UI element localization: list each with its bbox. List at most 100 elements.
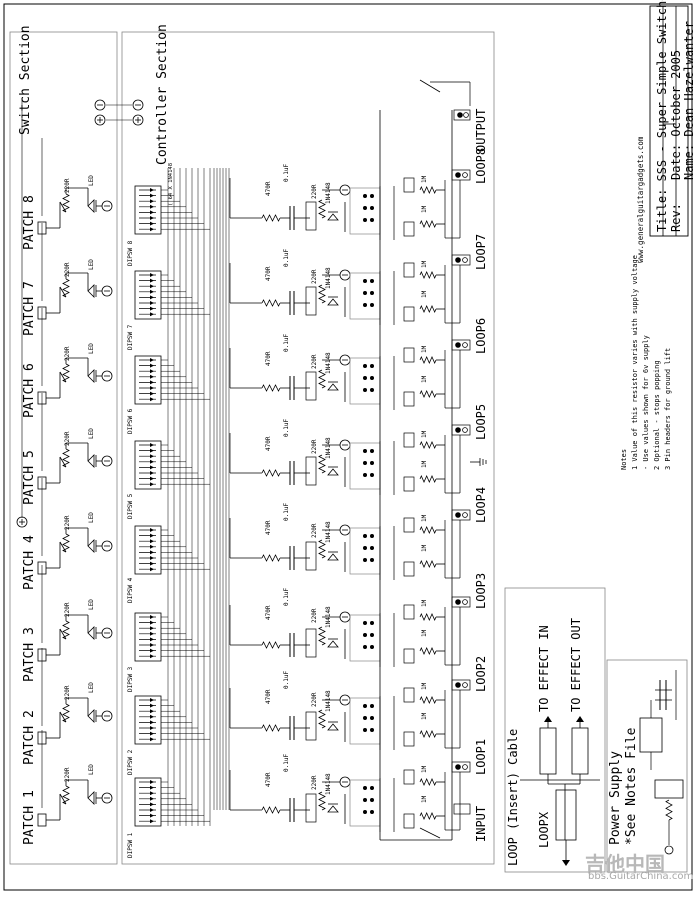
ch7-diode-label: 1N4148 (325, 267, 332, 289)
website-url: www.generalguitargadgets.com (636, 136, 645, 263)
ch7-470r-label: 470R (265, 266, 272, 281)
notes-title: Notes (620, 448, 628, 470)
ch5-diode-label: 1N4148 (325, 437, 332, 459)
watermark-url: bbs.GuitarChina.com (588, 871, 694, 882)
input-label: INPUT (474, 805, 488, 842)
ch2-diode-label: 1N4148 (325, 690, 332, 712)
ch5-220r-label: 220R (311, 439, 318, 454)
ch7-cap-label: 0.1uF (283, 248, 290, 267)
ch2-220r-label: 220R (311, 692, 318, 707)
dipsw-label-5: DIPSW 5 (127, 493, 134, 519)
title-block-title: Title: SSS - Super Simple Switcher (655, 0, 669, 232)
dipsw-label-8: DIPSW 8 (127, 240, 134, 266)
patch6-led-label: LED (88, 343, 95, 354)
ch3-cap-label: 0.1uF (283, 587, 290, 606)
loop-label-5: LOOP5 (474, 403, 488, 440)
patch5-resistor-label: 220R (64, 431, 71, 446)
ch6-470r-label: 470R (265, 351, 272, 366)
loop8-1m-bot-label: 1M (421, 205, 428, 213)
ch2-470r-label: 470R (265, 689, 272, 704)
ch5-cap-label: 0.1uF (283, 418, 290, 437)
note-line-1: 1 Value of this resistor varies with sup… (631, 255, 639, 470)
loop3-1m-top-label: 1M (421, 599, 428, 607)
patch-label-8: PATCH 8 (22, 195, 37, 250)
patch4-led-label: LED (88, 512, 95, 523)
patch4-resistor-label: 220R (64, 515, 71, 530)
power-supply-see-notes: *See Notes File (624, 727, 639, 845)
patch3-resistor-label: 220R (64, 602, 71, 617)
ch3-diode-label: 1N4148 (325, 606, 332, 628)
ch5-470r-label: 470R (265, 436, 272, 451)
loop-label-1: LOOP1 (474, 738, 488, 775)
dipsw-label-6: DIPSW 6 (127, 408, 134, 434)
ch8-diode-label: 1N4148 (325, 182, 332, 204)
ch6-diode-label: 1N4148 (325, 352, 332, 374)
power-supply-title-block: Power Supply *See Notes File (608, 728, 640, 845)
ch4-220r-label: 220R (311, 523, 318, 538)
output-label: OUTPUT (474, 108, 488, 152)
ch3-220r-label: 220R (311, 608, 318, 623)
patch-label-7: PATCH 7 (22, 281, 37, 336)
patch-label-2: PATCH 2 (22, 710, 37, 765)
title-block-name: Name: Dean Hazelwanter (682, 21, 696, 180)
controller-section-title: Controller Section (155, 24, 170, 165)
ch7-220r-label: 220R (311, 269, 318, 284)
patch-label-3: PATCH 3 (22, 627, 37, 682)
cable-to-effect-out: TO EFFECT OUT (569, 618, 583, 712)
watermark-main: 吉他中国 (585, 852, 665, 876)
loop-label-3: LOOP3 (474, 572, 488, 609)
cable-loopx-label: LOOPX (537, 811, 551, 848)
loop6-1m-bot-label: 1M (421, 375, 428, 383)
diode-count-note: ( 64 X 1N4148 (168, 162, 174, 206)
patch-label-6: PATCH 6 (22, 363, 37, 418)
loop7-1m-top-label: 1M (421, 260, 428, 268)
cable-to-effect-in: TO EFFECT IN (537, 625, 551, 712)
patch-label-4: PATCH 4 (22, 535, 37, 590)
patch6-resistor-label: 220R (64, 346, 71, 361)
ch1-cap-label: 0.1uF (283, 753, 290, 772)
ch8-220r-label: 220R (311, 184, 318, 199)
dipsw-label-2: DIPSW 2 (127, 749, 134, 775)
loop8-1m-top-label: 1M (421, 175, 428, 183)
dipsw-label-7: DIPSW 7 (127, 324, 134, 350)
dipsw-label-3: DIPSW 3 (127, 666, 134, 692)
patch2-resistor-label: 220R (64, 685, 71, 700)
ch4-cap-label: 0.1uF (283, 502, 290, 521)
ch8-470r-label: 470R (265, 181, 272, 196)
loop5-1m-bot-label: 1M (421, 460, 428, 468)
loop-label-2: LOOP2 (474, 655, 488, 692)
patch3-led-label: LED (88, 599, 95, 610)
loop3-1m-bot-label: 1M (421, 629, 428, 637)
loop-label-4: LOOP4 (474, 486, 488, 523)
cable-title: LOOP (Insert) Cable (506, 728, 520, 866)
patch-label-1: PATCH 1 (22, 790, 37, 845)
loop1-1m-top-label: 1M (421, 765, 428, 773)
loop5-1m-top-label: 1M (421, 430, 428, 438)
title-block-rev: Rev: (669, 203, 683, 232)
switch-section-title: Switch Section (18, 25, 33, 135)
patch2-led-label: LED (88, 682, 95, 693)
note-line-2: - Use values shown for 6v supply (642, 335, 650, 470)
dipsw-label-4: DIPSW 4 (127, 577, 134, 603)
patch1-led-label: LED (88, 764, 95, 775)
loop2-1m-top-label: 1M (421, 682, 428, 690)
notes-block: Notes 1 Value of this resistor varies wi… (619, 255, 674, 470)
loop-label-7: LOOP7 (474, 233, 488, 270)
patch7-led-label: LED (88, 259, 95, 270)
loop4-1m-bot-label: 1M (421, 544, 428, 552)
title-block-date: Date: October 2005 (669, 49, 683, 180)
dipsw-label-1: DIPSW 1 (127, 832, 134, 858)
patch8-resistor-label: 220R (64, 178, 71, 193)
ch1-220r-label: 220R (311, 775, 318, 790)
note-line-3: 2 Optional - stops popping (653, 360, 661, 470)
ch1-470r-label: 470R (265, 772, 272, 787)
loop6-1m-top-label: 1M (421, 345, 428, 353)
ch4-diode-label: 1N4148 (325, 521, 332, 543)
patch-label-5: PATCH 5 (22, 450, 37, 505)
ch6-cap-label: 0.1uF (283, 333, 290, 352)
ch3-470r-label: 470R (265, 605, 272, 620)
loop7-1m-bot-label: 1M (421, 290, 428, 298)
patch8-led-label: LED (88, 175, 95, 186)
